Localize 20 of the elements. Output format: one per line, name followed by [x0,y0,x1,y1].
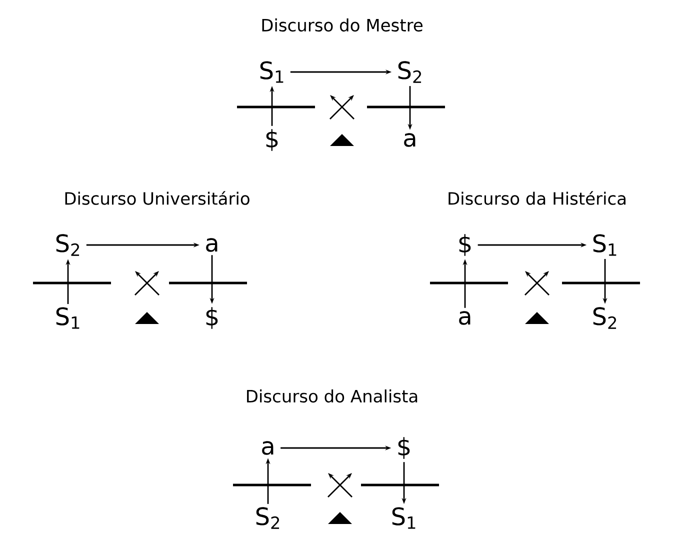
discourse-title: Discurso do Analista [247,389,418,403]
term-symbol: S$_{2}$ [56,234,80,256]
term-symbol: $ [266,129,278,151]
term-symbol: $ [206,307,218,329]
term-symbol: $ [459,234,471,256]
term-symbol: a [459,311,470,325]
term-symbol: a [206,238,218,252]
discourse-title: Discurso Universitário [65,191,250,205]
term-symbol: a [262,441,274,455]
term-symbol: S$_{2}$ [593,307,616,329]
discourse-title: Discurso da Histérica [448,191,626,205]
term-symbol: S$_{2}$ [398,61,422,83]
term-symbol: S$_{2}$ [256,507,280,529]
term-symbol: S$_{1}$ [392,507,416,529]
term-symbol: S$_{1}$ [593,234,616,256]
term-symbol: S$_{1}$ [260,61,284,83]
term-symbol: S$_{1}$ [56,307,80,329]
term-symbol: $ [398,437,410,459]
discourse-title: Discurso do Mestre [262,18,422,32]
term-symbol: a [404,133,416,147]
